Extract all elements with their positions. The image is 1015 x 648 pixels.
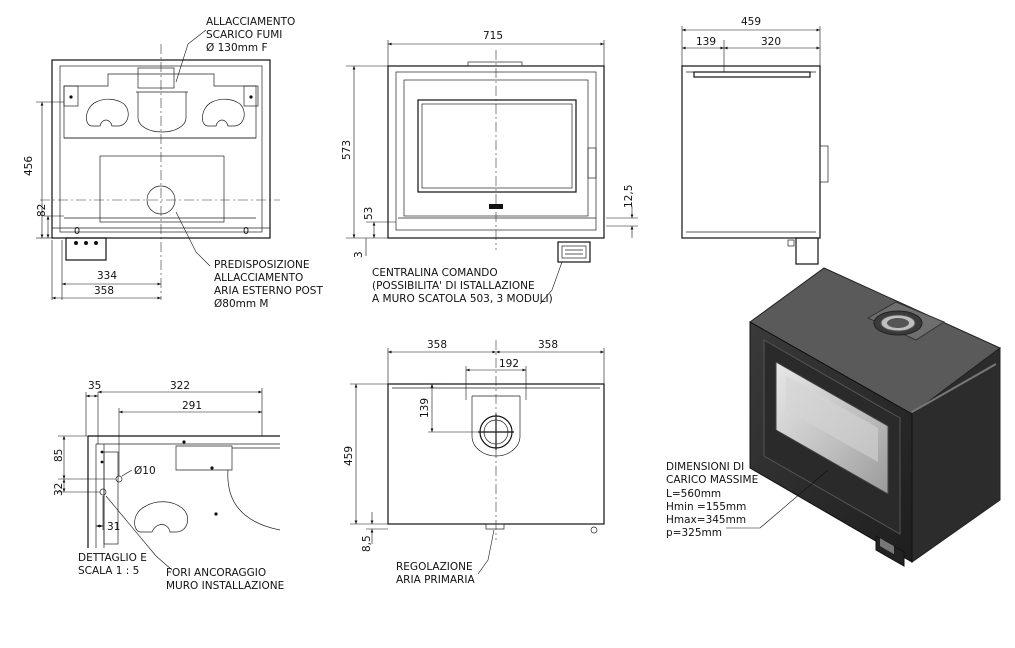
callout-load-6: p=325mm — [666, 527, 722, 539]
callout-air-1: PREDISPOSIZIONE — [214, 259, 310, 271]
detail-dim-85: 85 — [53, 449, 65, 462]
detail-dim-35: 35 — [88, 380, 101, 392]
top-dim-358-right: 358 — [538, 339, 558, 351]
rear-dim-height: 456 — [23, 156, 35, 176]
rear-view: 0 0 — [36, 29, 280, 300]
callout-load-2: CARICO MASSIME — [666, 474, 758, 486]
callout-load-3: L=560mm — [666, 488, 721, 500]
top-dim-459: 459 — [343, 446, 355, 466]
top-dim-139: 139 — [419, 398, 431, 418]
detail-dim-291: 291 — [182, 400, 202, 412]
callout-load-4: Hmin =155mm — [666, 501, 746, 513]
rear-marker-0b: 0 — [243, 226, 249, 237]
top-dim-8-5: 8,5 — [361, 535, 373, 552]
detail-caption-1: DETTAGLIO E — [78, 552, 147, 564]
detail-caption-2: SCALA 1 : 5 — [78, 565, 139, 577]
callout-flue-1: ALLACCIAMENTO — [206, 16, 295, 28]
top-dim-192: 192 — [499, 358, 519, 370]
iso-render — [726, 267, 1001, 567]
top-dim-358-left: 358 — [427, 339, 447, 351]
front-dim-width: 715 — [483, 30, 503, 42]
callout-load-5: Hmax=345mm — [666, 514, 746, 526]
callout-air-3: ARIA ESTERNO POST — [214, 285, 323, 297]
callout-air-4: Ø80mm M — [214, 298, 268, 310]
rear-marker-0: 0 — [74, 226, 80, 237]
side-dim-139: 139 — [696, 36, 716, 48]
front-dim-3: 3 — [353, 251, 365, 258]
side-dim-depth: 459 — [741, 16, 761, 28]
callout-holes-1: FORI ANCORAGGIO — [166, 567, 266, 579]
front-dim-12-5: 12,5 — [623, 185, 635, 208]
front-dim-height: 573 — [341, 140, 353, 160]
detail-hole-label: Ø10 — [134, 465, 156, 477]
callout-control-3: A MURO SCATOLA 503, 3 MODULI) — [372, 293, 553, 305]
detail-dim-322: 322 — [170, 380, 190, 392]
callout-control-1: CENTRALINA COMANDO — [372, 267, 498, 279]
rear-dim-358: 358 — [94, 285, 114, 297]
detail-dim-31: 31 — [107, 521, 120, 533]
front-dim-53: 53 — [363, 207, 375, 220]
side-dim-320: 320 — [761, 36, 781, 48]
front-view — [346, 40, 638, 305]
rear-dim-334: 334 — [97, 270, 117, 282]
callout-primary-air-1: REGOLAZIONE — [396, 561, 473, 573]
top-view — [350, 340, 605, 575]
callout-primary-air-2: ARIA PRIMARIA — [396, 574, 475, 586]
callout-flue-3: Ø 130mm F — [206, 42, 267, 54]
callout-holes-2: MURO INSTALLAZIONE — [166, 580, 284, 592]
callout-flue-2: SCARICO FUMI — [206, 29, 282, 41]
callout-load-1: DIMENSIONI DI — [666, 461, 744, 473]
callout-air-2: ALLACCIAMENTO — [214, 272, 303, 284]
detail-view — [58, 388, 281, 571]
detail-dim-32: 32 — [53, 483, 65, 496]
callout-control-2: (POSSIBILITA' DI ISTALLAZIONE — [372, 280, 535, 292]
rear-dim-low: 82 — [36, 204, 48, 217]
side-view — [681, 26, 829, 265]
